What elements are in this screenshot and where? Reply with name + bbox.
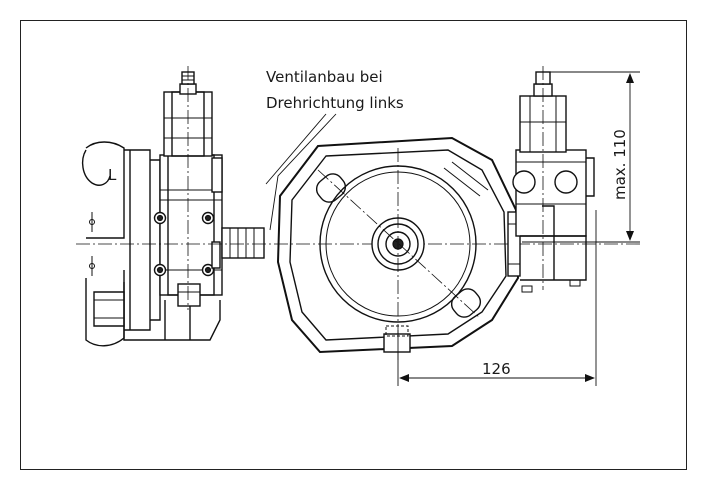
- dimension-width-label: 126: [482, 360, 511, 378]
- svg-text:L: L: [108, 166, 117, 184]
- annotation-line-1: Ventilanbau bei: [266, 68, 383, 86]
- front-view: [276, 136, 521, 360]
- leader-line: [269, 113, 337, 231]
- dimension-width: 126: [397, 210, 597, 386]
- mounted-valve: [512, 66, 595, 293]
- dimension-height-label: max. 110: [611, 129, 629, 200]
- dimension-height: max. 110: [522, 71, 640, 243]
- side-view: L: [81, 66, 265, 347]
- annotation-line-2: Drehrichtung links: [266, 94, 404, 112]
- drawing-frame: [20, 20, 687, 470]
